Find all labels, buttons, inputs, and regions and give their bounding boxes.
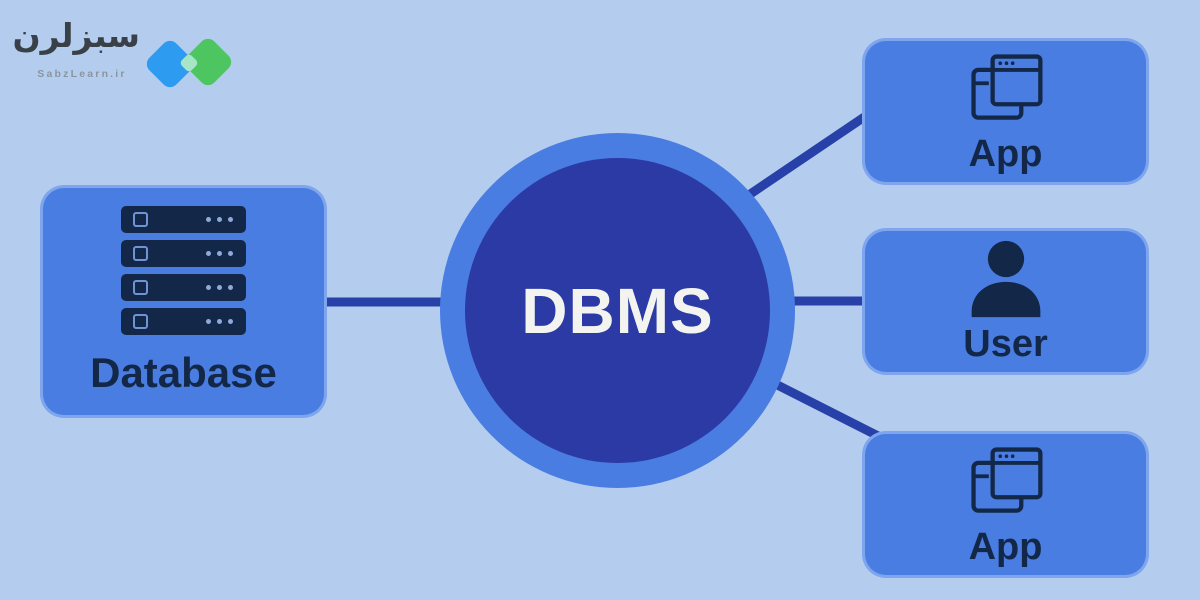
server-bar <box>121 206 246 233</box>
server-bar <box>121 240 246 267</box>
user-icon <box>971 240 1040 318</box>
node-user: User <box>862 228 1149 375</box>
logo-brand-text: سبزلرن <box>12 16 140 55</box>
dbms-label: DBMS <box>521 274 714 347</box>
dbms-center-circle: DBMS <box>465 158 770 463</box>
sabzlearn-logo: سبزلرن SabzLearn.ir <box>12 12 248 107</box>
node-label-database: Database <box>90 349 277 396</box>
server-bar <box>121 308 246 335</box>
node-label-app-bottom: App <box>968 526 1043 568</box>
node-label-app-top: App <box>968 133 1043 175</box>
server-bar <box>121 274 246 301</box>
logo-brand-subtext: SabzLearn.ir <box>37 68 127 80</box>
node-app-top: App <box>862 38 1149 185</box>
node-app-bottom: App <box>862 431 1149 578</box>
node-database: Database <box>40 185 327 418</box>
node-label-user: User <box>963 323 1048 365</box>
app-windows-icon <box>970 447 1043 513</box>
dbms-center-ring: DBMS <box>440 133 795 488</box>
app-windows-icon <box>970 54 1043 120</box>
server-stack-icon <box>121 206 246 335</box>
